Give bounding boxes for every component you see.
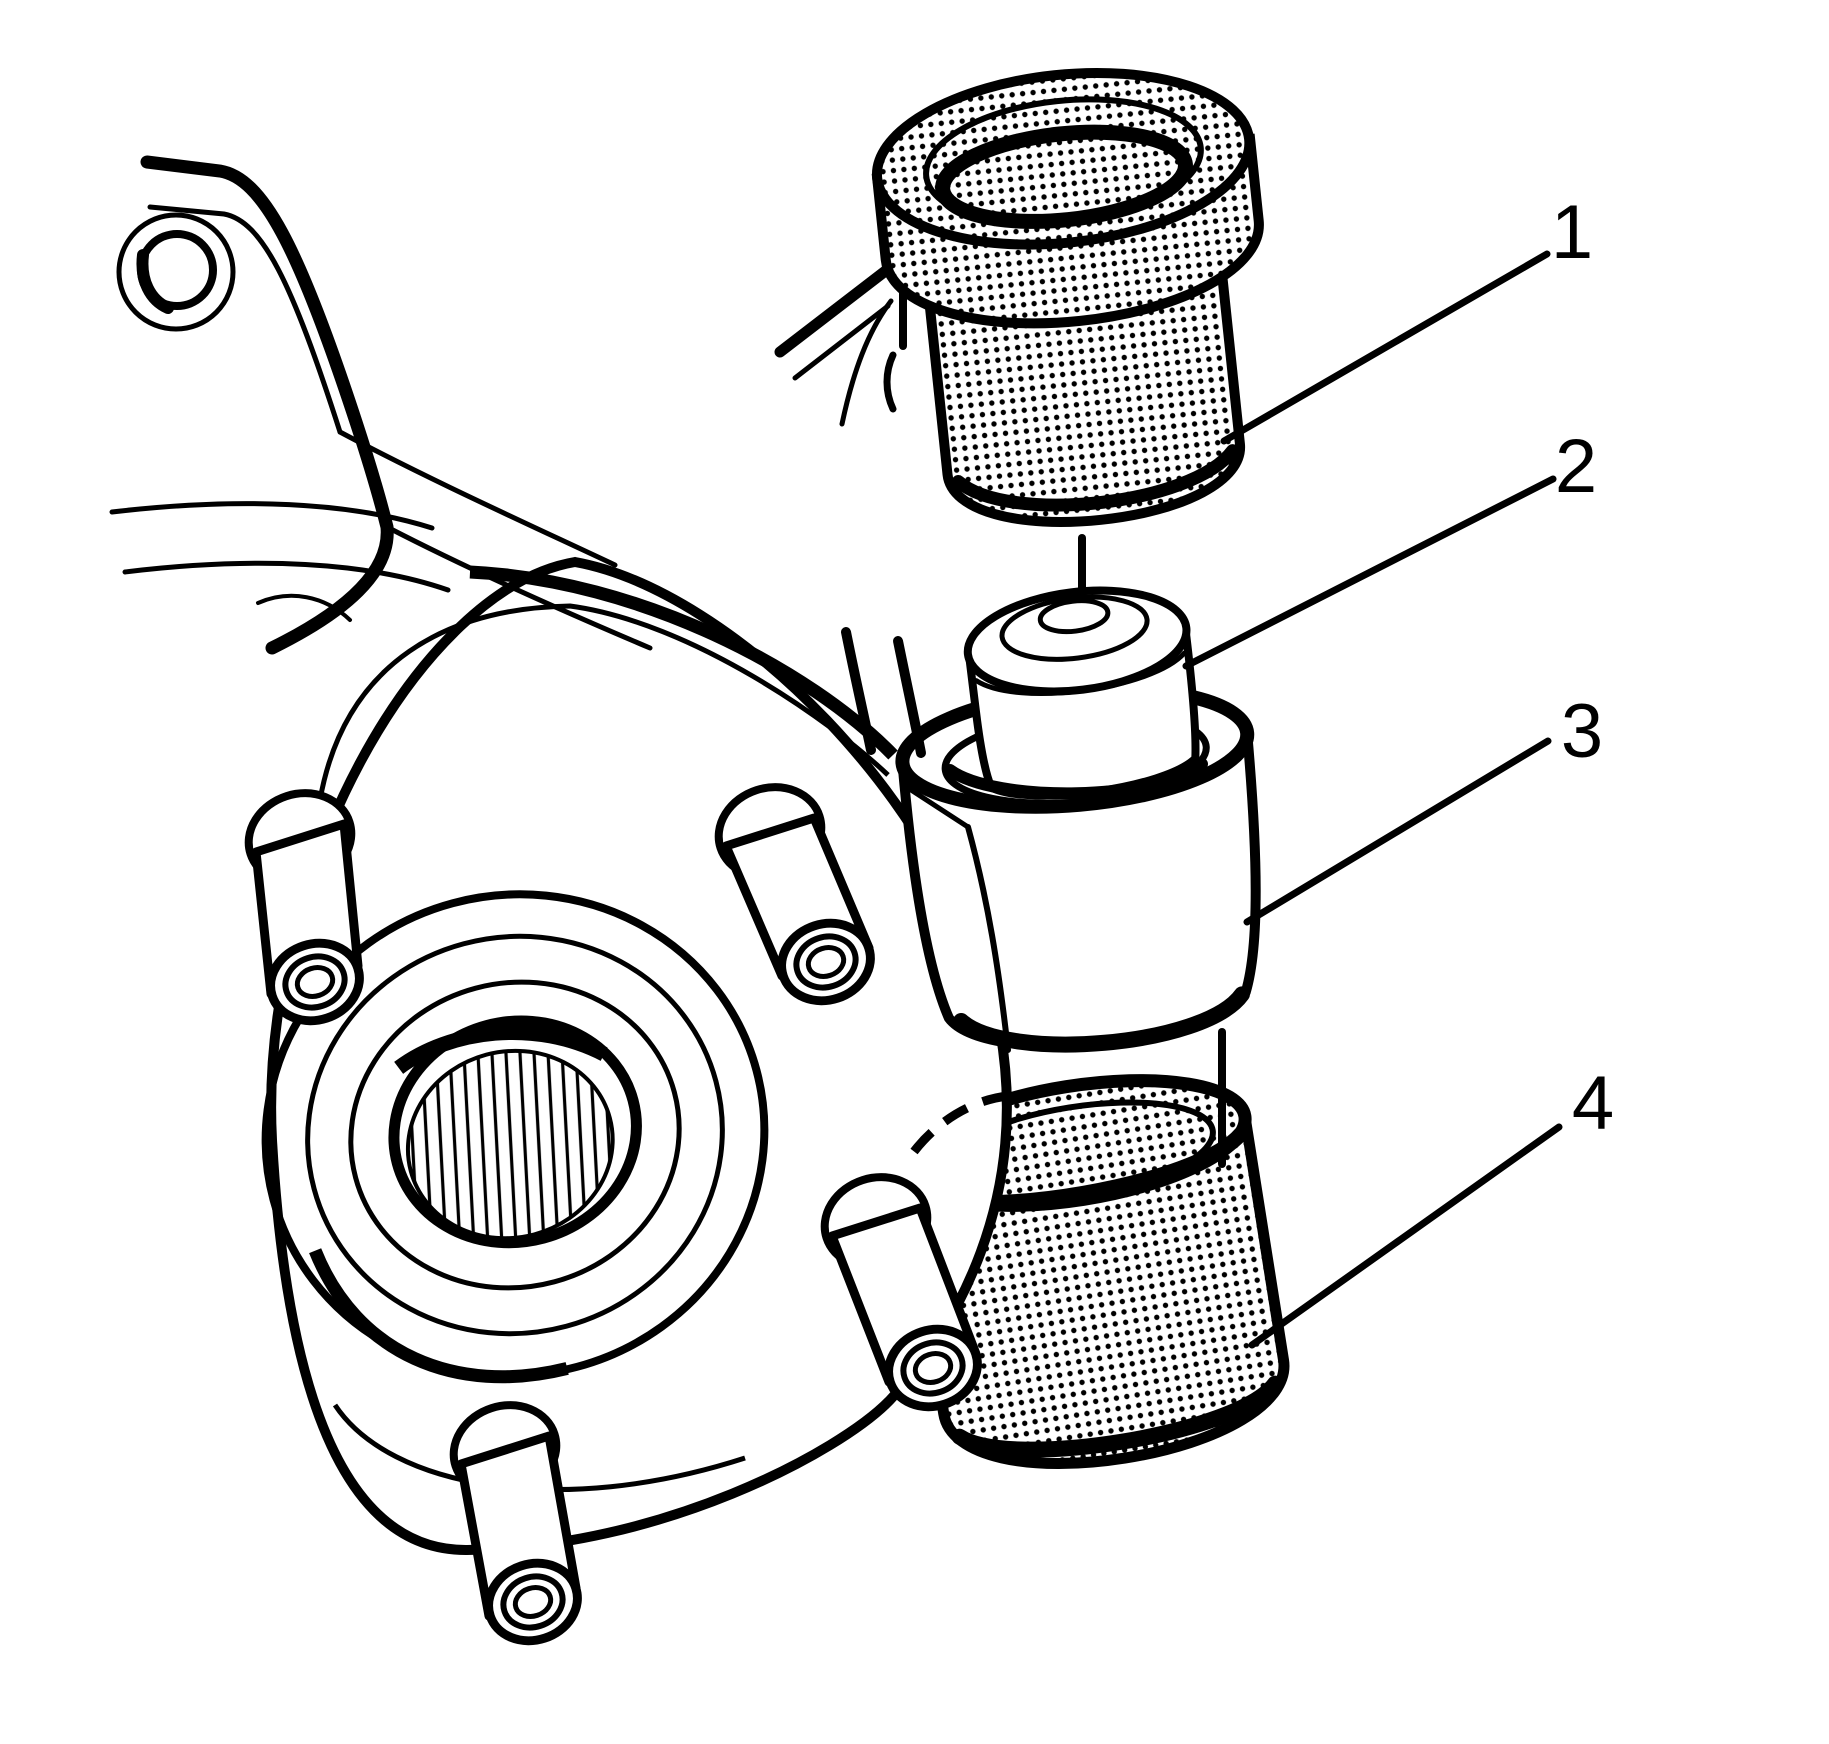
wheel-stud bbox=[449, 1401, 582, 1646]
hub-center-rings bbox=[261, 890, 769, 1384]
callout-1-leader bbox=[1220, 250, 1551, 445]
wheel-stud bbox=[714, 783, 875, 1006]
callout-2-label: 2 bbox=[1555, 424, 1597, 509]
callout-3-label: 3 bbox=[1561, 689, 1603, 774]
installer-tool-bore bbox=[935, 124, 1193, 229]
boss-bore-front-rim bbox=[944, 758, 1208, 800]
installer-cup-tool bbox=[871, 67, 1264, 527]
hub-splined-bore-hatch bbox=[405, 1048, 615, 1241]
callout-labels: 1 2 3 4 bbox=[1551, 190, 1614, 1146]
hub-bore-rim bbox=[388, 1015, 642, 1249]
bushing-pin-end bbox=[1037, 598, 1111, 635]
wheel-studs bbox=[244, 783, 982, 1646]
callout-1-label: 1 bbox=[1551, 190, 1593, 275]
callout-4-label: 4 bbox=[1572, 1061, 1614, 1146]
callout-3-leader bbox=[1243, 737, 1552, 926]
callout-leaders bbox=[1182, 250, 1563, 1349]
receiver-cup-hidden-rim-dashed bbox=[902, 1091, 1009, 1166]
bushing bbox=[963, 586, 1200, 800]
callout-4-leader bbox=[1248, 1123, 1563, 1349]
knuckle-arm bbox=[116, 155, 653, 655]
wheel-stud bbox=[820, 1173, 982, 1412]
wheel-stud bbox=[244, 789, 364, 1026]
callout-2-leader bbox=[1182, 475, 1557, 670]
hub-flange-inner-rim bbox=[317, 603, 890, 801]
arm-mount-hole bbox=[116, 212, 236, 332]
knuckle-web bbox=[841, 627, 1011, 1053]
